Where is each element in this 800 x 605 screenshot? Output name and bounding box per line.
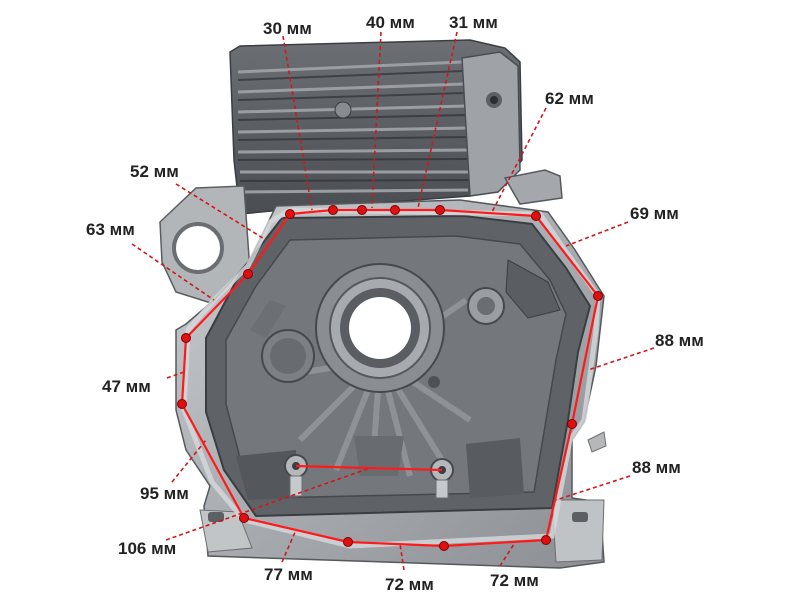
leader-line-m40 (371, 31, 382, 209)
measurement-label-m52: 52 мм (130, 162, 179, 181)
leader-line-m88b (555, 475, 631, 501)
bolt-hole (328, 205, 338, 215)
bolt-hole (357, 205, 367, 215)
bolt-hole (593, 291, 603, 301)
measurement-label-m95: 95 мм (140, 484, 189, 503)
leader-line-m52 (175, 183, 267, 241)
bolt-hole (239, 513, 249, 523)
engine-block-photo (159, 39, 607, 569)
measurement-label-m40: 40 мм (366, 13, 415, 32)
leader-line-m63 (131, 243, 215, 301)
flange-outline-path (180, 208, 600, 548)
measurement-label-m62: 62 мм (545, 89, 594, 108)
leader-line-m72a (399, 543, 405, 571)
bolt-hole (177, 399, 187, 409)
measurement-label-m72a: 72 мм (385, 575, 434, 594)
flange-outline (180, 208, 600, 548)
leader-line-m77 (281, 529, 297, 563)
stud-spacing-line (295, 464, 443, 472)
leader-line-m69 (565, 221, 629, 247)
leader-line-m72b (499, 543, 515, 567)
leader-line-m95 (171, 439, 207, 483)
leader-line-m106 (165, 467, 371, 541)
bolt-hole (531, 211, 541, 221)
measurement-label-m30: 30 мм (263, 19, 312, 38)
measurement-label-m47: 47 мм (102, 377, 151, 396)
measurement-labels: 30 мм 40 мм 31 мм 62 мм 52 мм 69 мм 63 мм 88 мм… (86, 13, 704, 594)
bolt-hole (243, 269, 253, 279)
bolt-hole (343, 537, 353, 547)
leader-line-m62 (491, 107, 547, 213)
bolt-holes (177, 205, 603, 551)
leader-line-m88a (587, 347, 655, 371)
measurement-label-m77: 77 мм (264, 565, 313, 584)
bolt-hole (439, 541, 449, 551)
measurement-label-m31: 31 мм (449, 13, 498, 32)
measurement-label-m69: 69 мм (630, 204, 679, 223)
leader-line-m47 (166, 371, 185, 379)
leader-line-m31 (417, 31, 458, 209)
leader-lines (131, 31, 655, 571)
bolt-hole (541, 535, 551, 545)
bolt-hole (390, 205, 400, 215)
leader-line-m30 (282, 35, 313, 211)
measurement-label-m72b: 72 мм (490, 571, 539, 590)
measurement-label-m63: 63 мм (86, 220, 135, 239)
bolt-hole (181, 333, 191, 343)
bolt-hole (435, 205, 445, 215)
bolt-hole (567, 419, 577, 429)
measurement-label-m88a: 88 мм (655, 331, 704, 350)
measurement-label-m106: 106 мм (118, 539, 176, 558)
crank-bore (349, 297, 411, 359)
measurement-label-m88b: 88 мм (632, 458, 681, 477)
bolt-hole (285, 209, 295, 219)
cooling-fins (237, 60, 471, 194)
